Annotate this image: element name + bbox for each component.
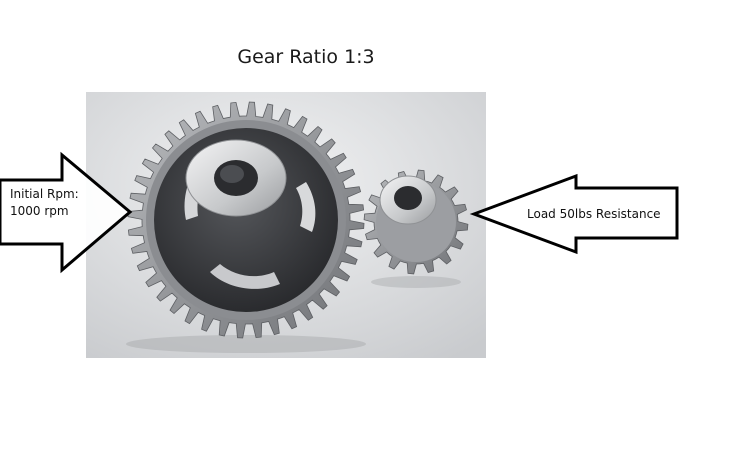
initial-rpm-label: Initial Rpm: 1000 rpm (10, 186, 120, 220)
initial-rpm-value: 1000 rpm (10, 204, 69, 218)
small-gear-bore (394, 186, 422, 210)
small-gear (363, 169, 469, 275)
gear-photo (86, 92, 486, 358)
large-gear (127, 101, 365, 339)
large-gear-slot (210, 264, 280, 289)
load-resistance-label: Load 50lbs Resistance (527, 207, 661, 221)
large-gear-slot (296, 182, 316, 232)
diagram-title: Gear Ratio 1:3 (237, 46, 375, 68)
initial-rpm-title: Initial Rpm: (10, 187, 79, 201)
